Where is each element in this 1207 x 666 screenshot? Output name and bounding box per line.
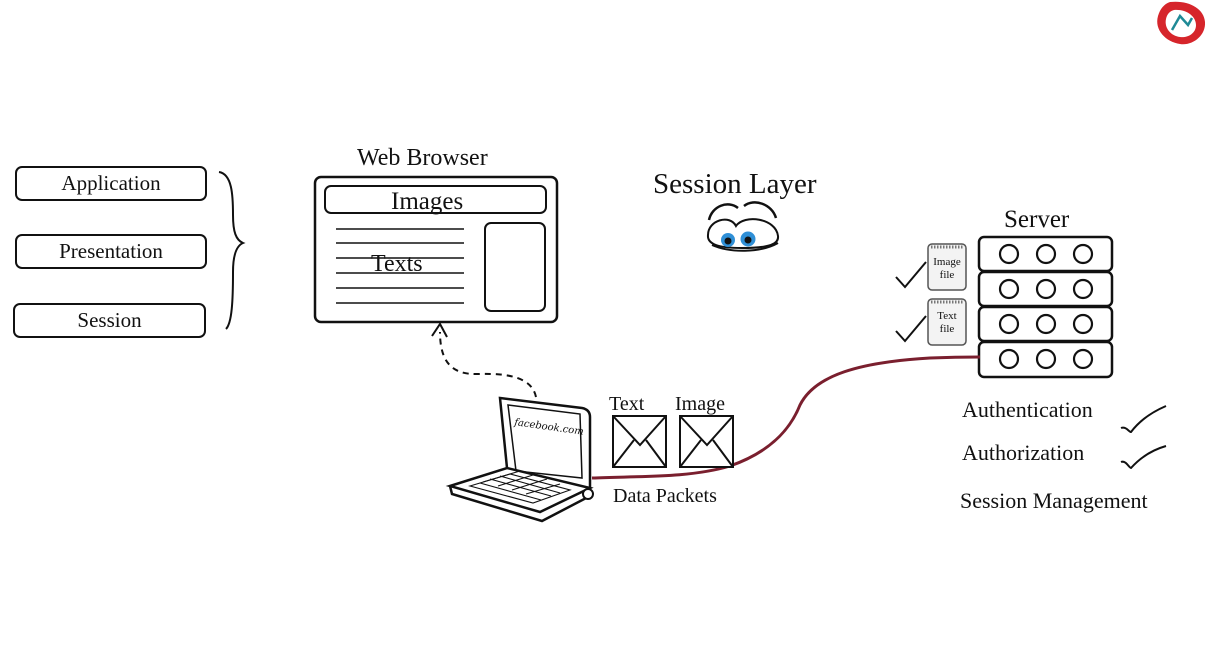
session-management-label: Session Management (960, 488, 1148, 513)
checkmark-icon (1120, 445, 1167, 470)
browser-text-lines (336, 228, 464, 304)
network-cable (591, 355, 981, 480)
authorization-label: Authorization (962, 440, 1085, 465)
curly-brace (218, 171, 246, 330)
envelope-icon (612, 415, 667, 468)
browser-sidebar-box (484, 222, 546, 312)
text-file-icon (927, 298, 967, 346)
envelope-icon (679, 415, 734, 468)
session-layer-title: Session Layer (653, 168, 817, 200)
layer-label: Session (77, 308, 142, 332)
dashed-arrow-to-browser (439, 331, 537, 398)
packet-image-label: Image (675, 393, 725, 415)
image-file-label: Image file (933, 256, 961, 281)
laptop-icon (445, 396, 594, 523)
logo-icon (1157, 1, 1206, 45)
browser-image-bar (324, 185, 547, 214)
layer-label: Application (61, 171, 161, 195)
eyes-icon (706, 201, 780, 252)
image-file-icon (927, 243, 967, 291)
layer-box-application: Application (15, 166, 207, 201)
arrow-head-icon (431, 322, 448, 338)
checkmark-icon (895, 261, 927, 289)
browser-title: Web Browser (357, 145, 488, 171)
text-file-label: Text file (937, 310, 957, 335)
layer-label: Presentation (59, 239, 163, 263)
checkmark-icon (895, 315, 927, 343)
browser-texts-label: Texts (371, 251, 423, 277)
server-title: Server (1004, 206, 1070, 233)
checkmark-icon (1120, 405, 1167, 434)
packet-text-label: Text (609, 393, 645, 415)
data-packets-caption: Data Packets (613, 485, 717, 507)
server-lights (998, 243, 1094, 370)
layer-box-presentation: Presentation (15, 234, 207, 269)
browser-images-label: Images (391, 188, 464, 215)
layer-box-session: Session (13, 303, 206, 338)
authentication-label: Authentication (962, 397, 1093, 422)
